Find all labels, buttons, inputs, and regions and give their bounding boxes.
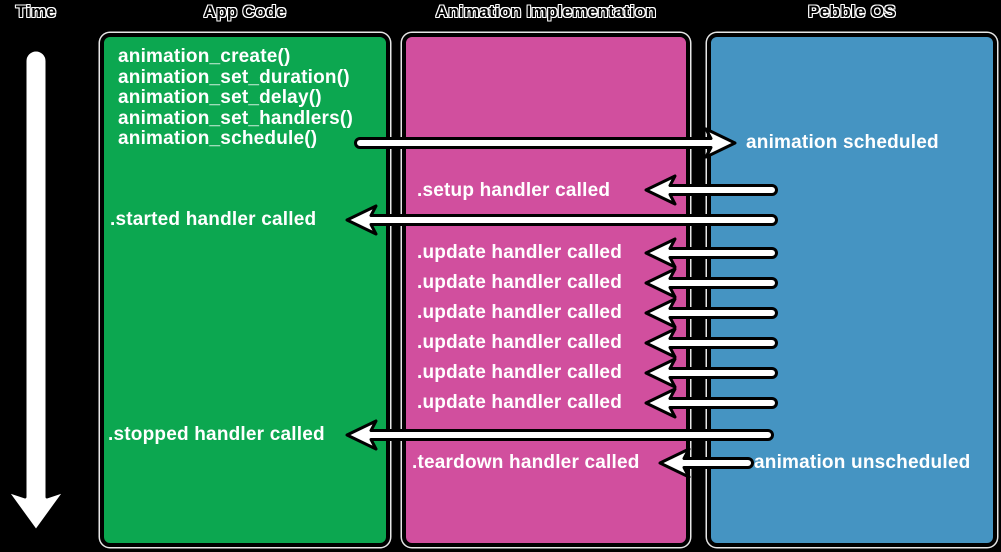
function-call-schedule: animation_schedule() xyxy=(118,128,318,149)
pebble-os-header: Pebble OS xyxy=(808,2,896,21)
function-call-set-handlers: animation_set_handlers() xyxy=(118,107,353,129)
animation-implementation-header: Animation Implementation xyxy=(435,2,657,21)
stopped-handler-label: .stopped handler called xyxy=(108,424,325,445)
started-handler-label: .started handler called xyxy=(110,209,317,230)
app-code-lane xyxy=(100,33,390,547)
update-handler-label: .update handler called xyxy=(417,272,623,293)
app-code-header: App Code xyxy=(203,2,287,21)
teardown-handler-label: .teardown handler called xyxy=(412,452,640,473)
update-handler-label: .update handler called xyxy=(417,242,623,263)
setup-handler-label: .setup handler called xyxy=(417,180,611,201)
time-arrow xyxy=(5,48,67,533)
function-call-set-delay: animation_set_delay() xyxy=(118,87,322,108)
animation-scheduled-label: animation scheduled xyxy=(746,132,939,153)
app-code-function-list: animation_create() animation_set_duratio… xyxy=(118,46,353,150)
update-handler-label: .update handler called xyxy=(417,362,623,383)
animation-implementation-lane xyxy=(402,33,690,547)
function-call-create: animation_create() xyxy=(118,46,291,67)
animation-unscheduled-label: animation unscheduled xyxy=(754,452,971,473)
update-handler-label: .update handler called xyxy=(417,302,623,323)
update-handler-label: .update handler called xyxy=(417,392,623,413)
time-header: Time xyxy=(15,2,57,21)
update-handler-label: .update handler called xyxy=(417,332,623,353)
function-call-set-duration: animation_set_duration() xyxy=(118,66,350,88)
